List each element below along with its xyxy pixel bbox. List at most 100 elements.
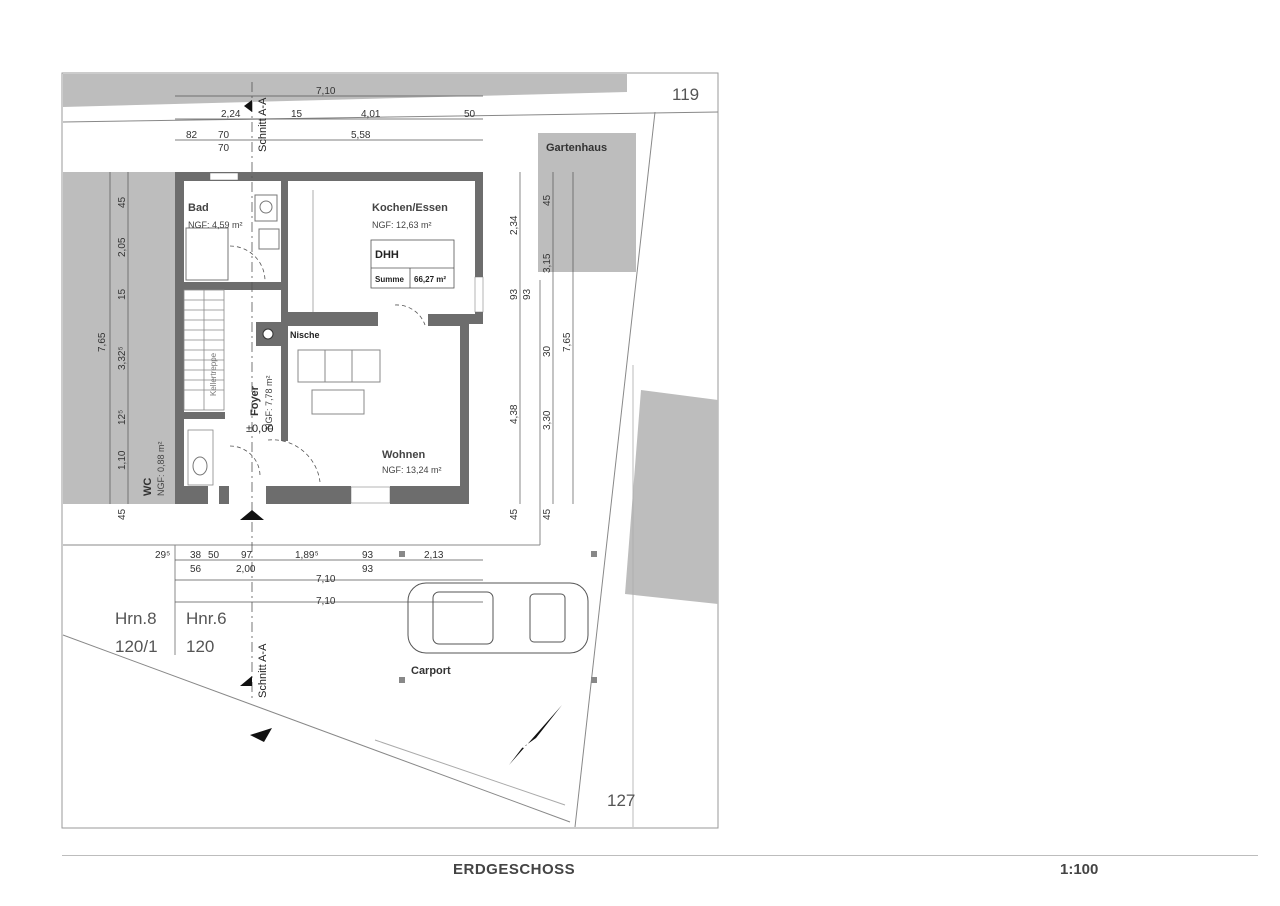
dim-left: 3,32⁵: [117, 346, 128, 370]
dim-right: 30: [542, 345, 553, 357]
section-arrow: [240, 510, 264, 520]
plot-number-b: 120: [186, 637, 214, 656]
north-arrow-icon: [509, 705, 562, 765]
dim-bottom: 50: [208, 550, 220, 561]
dim-right: 45: [509, 508, 520, 520]
summary-label: Summe: [375, 275, 404, 284]
dim-top: 70: [218, 143, 230, 154]
room-ngf-bad: NGF: 4,59 m²: [188, 220, 243, 230]
plot-line: [62, 111, 719, 123]
section-arrow: [240, 676, 252, 686]
wc-room-outline: [187, 429, 214, 486]
room-ngf-kochen: NGF: 12,63 m²: [372, 220, 432, 230]
dim-top: 70: [218, 130, 230, 141]
dim-right-total: 7,65: [562, 332, 573, 352]
room-ngf-foyer: NGF: 7,78 m²: [264, 375, 274, 430]
summary-title: DHH: [375, 249, 399, 261]
plot-line: [62, 634, 571, 823]
dim-top-overall: 7,10: [316, 86, 336, 97]
door-swings: [229, 245, 426, 483]
dim-bottom: 1,89⁵: [295, 550, 319, 561]
room-ngf-wc: NGF: 0,88 m²: [156, 441, 166, 496]
dim-bottom: 97: [241, 550, 253, 561]
label-kellertreppe: Kellertreppe: [209, 352, 218, 396]
dim-left-total: 7,65: [97, 332, 108, 352]
dim-bottom: 2,13: [424, 550, 444, 561]
sofa: [297, 349, 381, 383]
dim-right: 3,30: [542, 410, 553, 430]
label-nische: Nische: [290, 330, 320, 340]
dim-left: 15: [117, 288, 128, 300]
dim-top: 4,01: [361, 109, 381, 120]
dim-bottom: 7,10: [316, 596, 336, 607]
dim-bottom: 7,10: [316, 574, 336, 585]
bathtub: [185, 227, 229, 281]
dim-top: 50: [464, 109, 476, 120]
dim-bottom: 56: [190, 564, 202, 575]
dim-right: 45: [542, 194, 553, 206]
section-label-bottom: Schnitt A-A: [257, 643, 269, 698]
plot-number-a: 120/1: [115, 637, 158, 656]
neighbor-building-left: [63, 172, 175, 504]
dim-top: 5,58: [351, 130, 371, 141]
plot-label-b: Hnr.6: [186, 609, 227, 628]
dim-top: 2,24: [221, 109, 241, 120]
sink: [258, 228, 280, 250]
toilet-bad: [254, 194, 278, 222]
dim-right: 45: [542, 508, 553, 520]
staircase: [183, 289, 225, 411]
dim-right: 2,34: [509, 215, 520, 235]
dim-bottom: 29⁵: [155, 550, 170, 561]
post: [399, 551, 405, 557]
dim-right: 3,15: [542, 253, 553, 273]
room-name-kochen: Kochen/Essen: [372, 202, 448, 214]
window: [474, 276, 484, 313]
plot-line: [574, 111, 656, 828]
dim-top: 82: [186, 130, 198, 141]
label-gartenhaus: Gartenhaus: [546, 142, 607, 154]
dim-bottom: 93: [362, 564, 374, 575]
chimney: [262, 328, 274, 340]
dimension-lines: [109, 95, 574, 603]
window: [209, 172, 239, 181]
dim-left: 45: [117, 508, 128, 520]
table: [311, 389, 365, 415]
room-name-foyer: Foyer: [249, 385, 261, 416]
plot-line: [374, 739, 566, 806]
plot-label-a: Hrn.8: [115, 609, 157, 628]
summary-value: 66,27 m²: [414, 275, 446, 284]
post: [591, 677, 597, 683]
dim-top: 15: [291, 109, 303, 120]
post: [591, 551, 597, 557]
label-carport: Carport: [411, 665, 451, 677]
room-name-wc: WC: [142, 478, 154, 496]
drawing-scale: 1:100: [1060, 861, 1099, 878]
section-arrow: [250, 728, 272, 742]
dim-right: 4,38: [509, 404, 520, 424]
garden-house: [538, 133, 636, 272]
plot-number-top: 119: [672, 85, 699, 104]
drawing-title: ERDGESCHOSS: [453, 861, 576, 878]
dim-left: 12⁵: [117, 410, 128, 425]
section-label-top: Schnitt A-A: [257, 97, 269, 152]
room-ngf-wohnen: NGF: 13,24 m²: [382, 465, 442, 475]
dim-left: 2,05: [117, 237, 128, 257]
dim-bottom: 93: [362, 550, 374, 561]
dim-right: 93: [522, 288, 533, 300]
dim-left: 45: [117, 196, 128, 208]
house-walls: [175, 172, 483, 504]
dim-left: 1,10: [117, 450, 128, 470]
room-name-wohnen: Wohnen: [382, 449, 425, 461]
footer-rule: [62, 855, 1258, 856]
floor-level: ±0,00: [246, 423, 273, 435]
toilet-wc: [192, 456, 208, 476]
dim-bottom: 2,00: [236, 564, 256, 575]
summary-box: [370, 239, 455, 289]
room-name-bad: Bad: [188, 202, 209, 214]
dim-right: 93: [509, 288, 520, 300]
section-arrow: [244, 100, 252, 112]
window: [350, 486, 391, 504]
neighbor-building-top: [63, 74, 627, 107]
car: [407, 582, 589, 654]
